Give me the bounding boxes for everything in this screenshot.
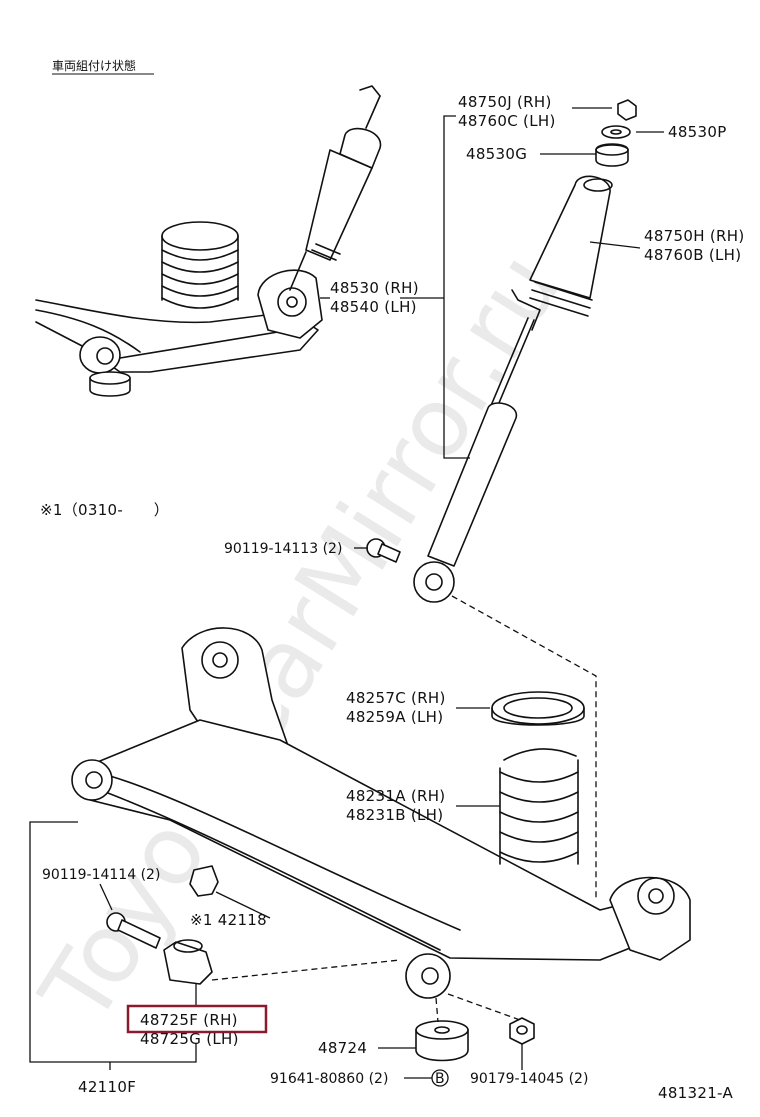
label-48540: 48540 (LH) [330,298,417,316]
label-48530P: 48530P [668,123,727,141]
circle-b-marker [431,1069,449,1087]
label-91641-80860: 91641-80860 (2) [270,1071,388,1087]
label-48530: 48530 (RH) [330,279,419,297]
assembly-note: 車両組付け状態 [52,58,136,73]
circle-b-letter: B [435,1071,445,1087]
nut-90179-14045 [509,1017,535,1045]
label-48724: 48724 [318,1039,367,1057]
label-42110F: 42110F [78,1078,136,1096]
bushing-48724 [415,1020,469,1062]
label-48231B: 48231B (LH) [346,806,443,824]
rear-axle-beam [71,627,691,999]
label-48750H: 48750H (RH) [644,227,744,245]
label-48231A: 48231A (RH) [346,787,445,805]
bolt-90119-14114 [106,912,161,949]
shock-absorber-exploded [413,99,637,603]
label-48760C: 48760C (LH) [458,112,556,130]
stopper-42118 [189,865,219,897]
label-90179-14045: 90179-14045 (2) [470,1071,588,1087]
bushing-48725F [163,939,213,985]
coil-spring [499,748,579,865]
alignment-dashes [211,595,597,1023]
label-48530G: 48530G [466,145,527,163]
label-48760B: 48760B (LH) [644,246,741,264]
label-48259A: 48259A (LH) [346,708,443,726]
bolt-90119-14113 [366,538,401,563]
label-48750J: 48750J (RH) [458,93,552,111]
highlight-box-48725F [126,1004,268,1034]
footnote-applicability: ※1（0310- ） [40,501,169,519]
label-90119-14113: 90119-14113 (2) [224,541,342,557]
inset-assembly-illustration [35,85,382,397]
diagram-id: 481321-A [658,1084,733,1102]
label-90119-14114: 90119-14114 (2) [42,867,160,883]
label-48257C: 48257C (RH) [346,689,446,707]
label-48725F: 48725F (RH) [140,1011,238,1029]
label-42118: ※1 42118 [190,911,267,929]
spring-upper-seat [491,691,585,726]
leader-lines [29,107,664,1079]
label-48725G: 48725G (LH) [140,1030,239,1048]
